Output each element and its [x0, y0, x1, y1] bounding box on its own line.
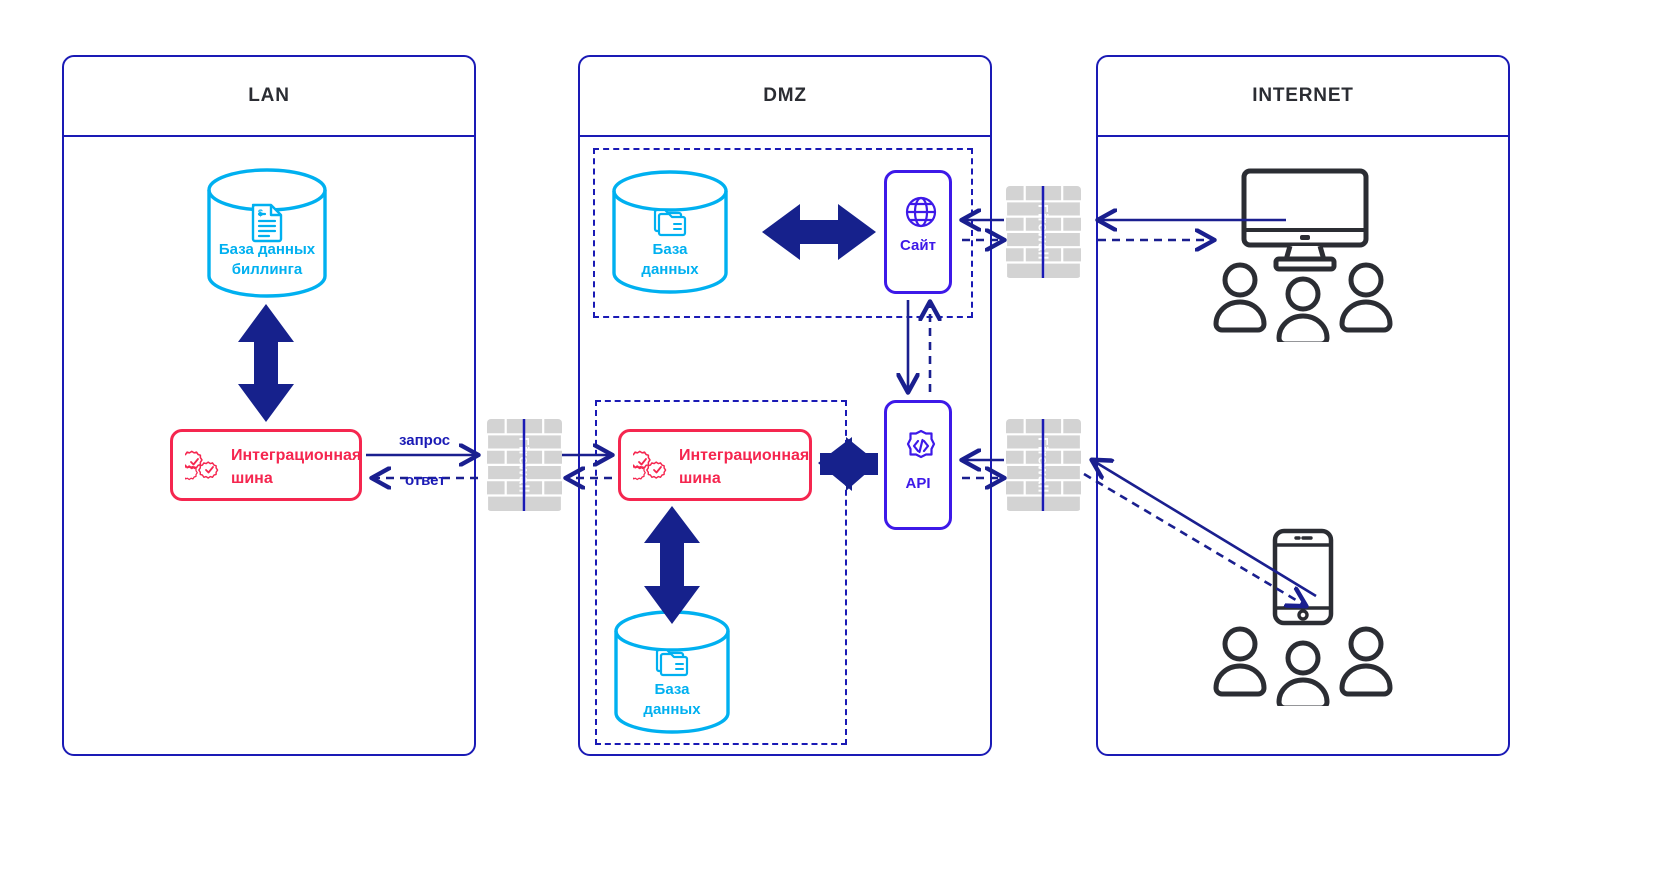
flow-label-request: запрос — [399, 432, 451, 449]
dmz-database-top: База данных — [610, 170, 730, 294]
flow-label-response: ответ — [405, 472, 446, 489]
dmz-frontend-group — [593, 148, 973, 318]
firewall-dmz-site-label: Firewall — [1035, 203, 1052, 261]
zone-lan: LAN — [62, 55, 476, 756]
firewall-lan-dmz: Firewall — [485, 419, 564, 511]
smartphone-icon — [1272, 528, 1334, 626]
firewall-dmz-site: Firewall — [1004, 186, 1083, 278]
svg-text:$: $ — [258, 208, 263, 218]
monitor-icon — [1240, 168, 1370, 278]
dmz-database-bottom: База данных — [612, 610, 732, 734]
gears-icon — [628, 450, 673, 488]
desktop-users-group — [1210, 262, 1396, 347]
api-node[interactable]: API — [884, 400, 952, 530]
cylinder-shape — [612, 170, 728, 294]
dmz-integration-bus-label-2: шина — [679, 470, 721, 487]
zone-lan-header: LAN — [64, 57, 474, 137]
globe-icon — [904, 195, 938, 229]
billing-database: $ База данных биллинга — [205, 168, 329, 298]
dmz-integration-bus-label-1: Интеграционная — [679, 447, 810, 464]
dmz-database-top-label-1: База — [652, 241, 688, 258]
gears-icon — [180, 450, 225, 488]
invoice-icon: $ — [249, 202, 285, 243]
lan-integration-bus-label-2: шина — [231, 470, 273, 487]
lan-integration-bus[interactable]: Интеграционная шина — [170, 429, 362, 501]
zone-dmz-header: DMZ — [580, 57, 990, 137]
dmz-database-bottom-label-1: База — [654, 681, 690, 698]
dmz-integration-bus[interactable]: Интеграционная шина — [618, 429, 812, 501]
firewall-dmz-api: Firewall — [1004, 419, 1083, 511]
lan-integration-bus-label-1: Интеграционная — [231, 447, 362, 464]
api-node-label: API — [905, 475, 931, 492]
zone-internet-header: INTERNET — [1098, 57, 1508, 137]
folders-icon — [654, 644, 692, 682]
site-node[interactable]: Сайт — [884, 170, 952, 294]
zone-internet: INTERNET — [1096, 55, 1510, 756]
dmz-backend-group — [595, 400, 847, 745]
dmz-database-top-label-2: данных — [641, 261, 699, 278]
billing-database-label-1: База данных — [218, 241, 316, 258]
dmz-database-bottom-label-2: данных — [643, 701, 701, 718]
folders-icon — [652, 204, 690, 242]
billing-database-label-2: биллинга — [231, 261, 303, 278]
site-node-label: Сайт — [900, 237, 936, 254]
firewall-lan-dmz-label: Firewall — [516, 436, 533, 494]
firewall-dmz-api-label: Firewall — [1035, 436, 1052, 494]
zone-lan-title: LAN — [248, 85, 290, 106]
mobile-users-group — [1210, 626, 1396, 711]
code-icon — [904, 429, 938, 463]
zone-dmz-title: DMZ — [763, 85, 807, 106]
zone-internet-title: INTERNET — [1252, 85, 1354, 106]
